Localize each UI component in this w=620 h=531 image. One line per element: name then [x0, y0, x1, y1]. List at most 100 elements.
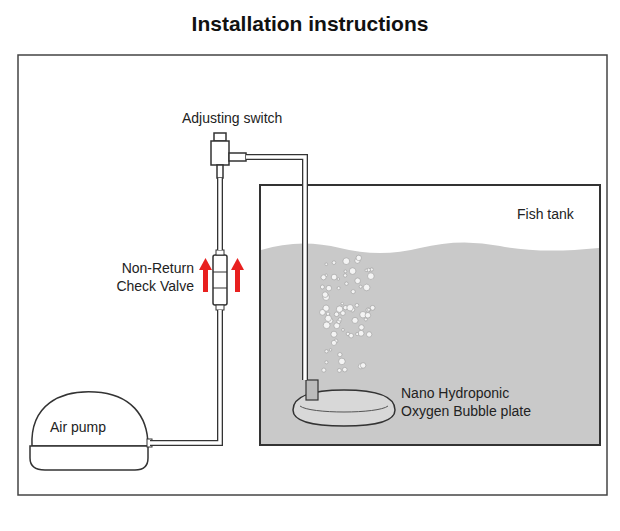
bubble	[368, 273, 375, 280]
air-pump-shape	[30, 392, 152, 470]
bubble	[355, 303, 359, 307]
bubble	[343, 274, 346, 277]
air-pump: Air pump	[28, 388, 150, 470]
flow-arrows	[199, 258, 244, 292]
bubble	[326, 285, 332, 291]
valve-line	[213, 272, 227, 273]
bubble	[322, 292, 328, 298]
bubble	[325, 361, 328, 364]
adjusting-switch-shape	[211, 133, 246, 178]
bubble	[337, 287, 340, 290]
tube-bore	[150, 310, 220, 443]
bubble	[325, 263, 328, 266]
bubble	[366, 308, 370, 312]
bubble	[338, 318, 341, 321]
bubbles	[320, 255, 375, 372]
check-valve-shape	[213, 250, 227, 310]
bubble	[332, 261, 336, 265]
switch-port	[229, 153, 246, 161]
valve-body	[213, 255, 227, 305]
arrow-head	[231, 258, 244, 270]
air-tube	[246, 157, 305, 380]
air-tube	[150, 310, 220, 443]
bubble	[364, 318, 367, 321]
arrow-shaft	[235, 268, 240, 292]
bubble	[341, 302, 344, 305]
tank-outline	[260, 185, 600, 445]
bubble	[320, 285, 324, 289]
outer-frame	[18, 55, 607, 495]
bubble	[355, 278, 361, 284]
bubble	[370, 305, 375, 310]
air-tube-group	[150, 310, 220, 443]
bubble	[325, 350, 328, 353]
bubble	[349, 333, 354, 338]
plate-stem	[306, 380, 318, 400]
bubble	[365, 269, 368, 272]
switch-port	[217, 165, 223, 178]
bubble	[329, 349, 331, 351]
bubble	[334, 312, 339, 317]
switch-knob	[214, 133, 226, 141]
valve-line	[213, 288, 227, 289]
bubble-plate-shape	[293, 380, 395, 426]
plate-rim	[300, 406, 388, 412]
node-label: Adjusting switch	[182, 109, 282, 127]
bubble	[342, 367, 347, 372]
tube-bore	[218, 178, 221, 250]
bubble	[342, 328, 345, 331]
bubble	[337, 278, 339, 280]
bubble	[360, 363, 366, 369]
bubble	[365, 312, 371, 318]
bubble	[339, 358, 346, 365]
bubble	[356, 255, 361, 260]
tube-bore	[246, 157, 305, 380]
bubble	[351, 290, 355, 294]
bubble	[345, 282, 348, 285]
bubble	[343, 258, 350, 265]
bubble	[331, 340, 336, 345]
adjusting-switch: Adjusting switch	[210, 133, 246, 178]
pump-dome	[32, 392, 148, 446]
node-label: Air pump	[50, 418, 106, 436]
bubble	[344, 270, 347, 273]
arrow-head	[199, 258, 212, 270]
valve-port	[216, 250, 224, 255]
bubble	[321, 275, 326, 280]
bubble	[359, 285, 362, 288]
bubble	[331, 274, 337, 280]
bubble	[338, 353, 342, 357]
bubble	[367, 308, 370, 311]
fish-tank: Fish tankNano Hydroponic Oxygen Bubble p…	[260, 185, 600, 445]
bubble	[356, 332, 359, 335]
bubble	[358, 330, 364, 336]
node-label: Non-Return Check Valve	[104, 259, 194, 295]
pump-base	[30, 446, 148, 470]
bubble	[347, 305, 353, 311]
switch-body	[211, 141, 229, 165]
air-tube-group	[220, 178, 221, 250]
check-valve: Non-Return Check Valve	[213, 250, 227, 310]
bubble	[352, 317, 358, 323]
bubble	[349, 268, 356, 275]
node-label: Fish tank	[517, 205, 574, 223]
bubble-plate: Nano Hydroponic Oxygen Bubble plate	[293, 380, 395, 426]
bubble	[325, 315, 331, 321]
bubble	[363, 284, 370, 291]
air-tube-group	[246, 157, 305, 380]
bubble	[337, 368, 341, 372]
bubble	[331, 331, 337, 337]
bubble	[323, 322, 330, 329]
water	[261, 242, 599, 444]
air-tube	[217, 178, 223, 250]
bubble	[366, 332, 371, 337]
bubble	[322, 368, 326, 372]
bubble	[341, 311, 346, 316]
node-label: Nano Hydroponic Oxygen Bubble plate	[401, 384, 551, 420]
arrow-shaft	[203, 268, 208, 292]
bubble	[359, 325, 364, 330]
title: Installation instructions	[0, 12, 620, 36]
bubble	[320, 310, 326, 316]
